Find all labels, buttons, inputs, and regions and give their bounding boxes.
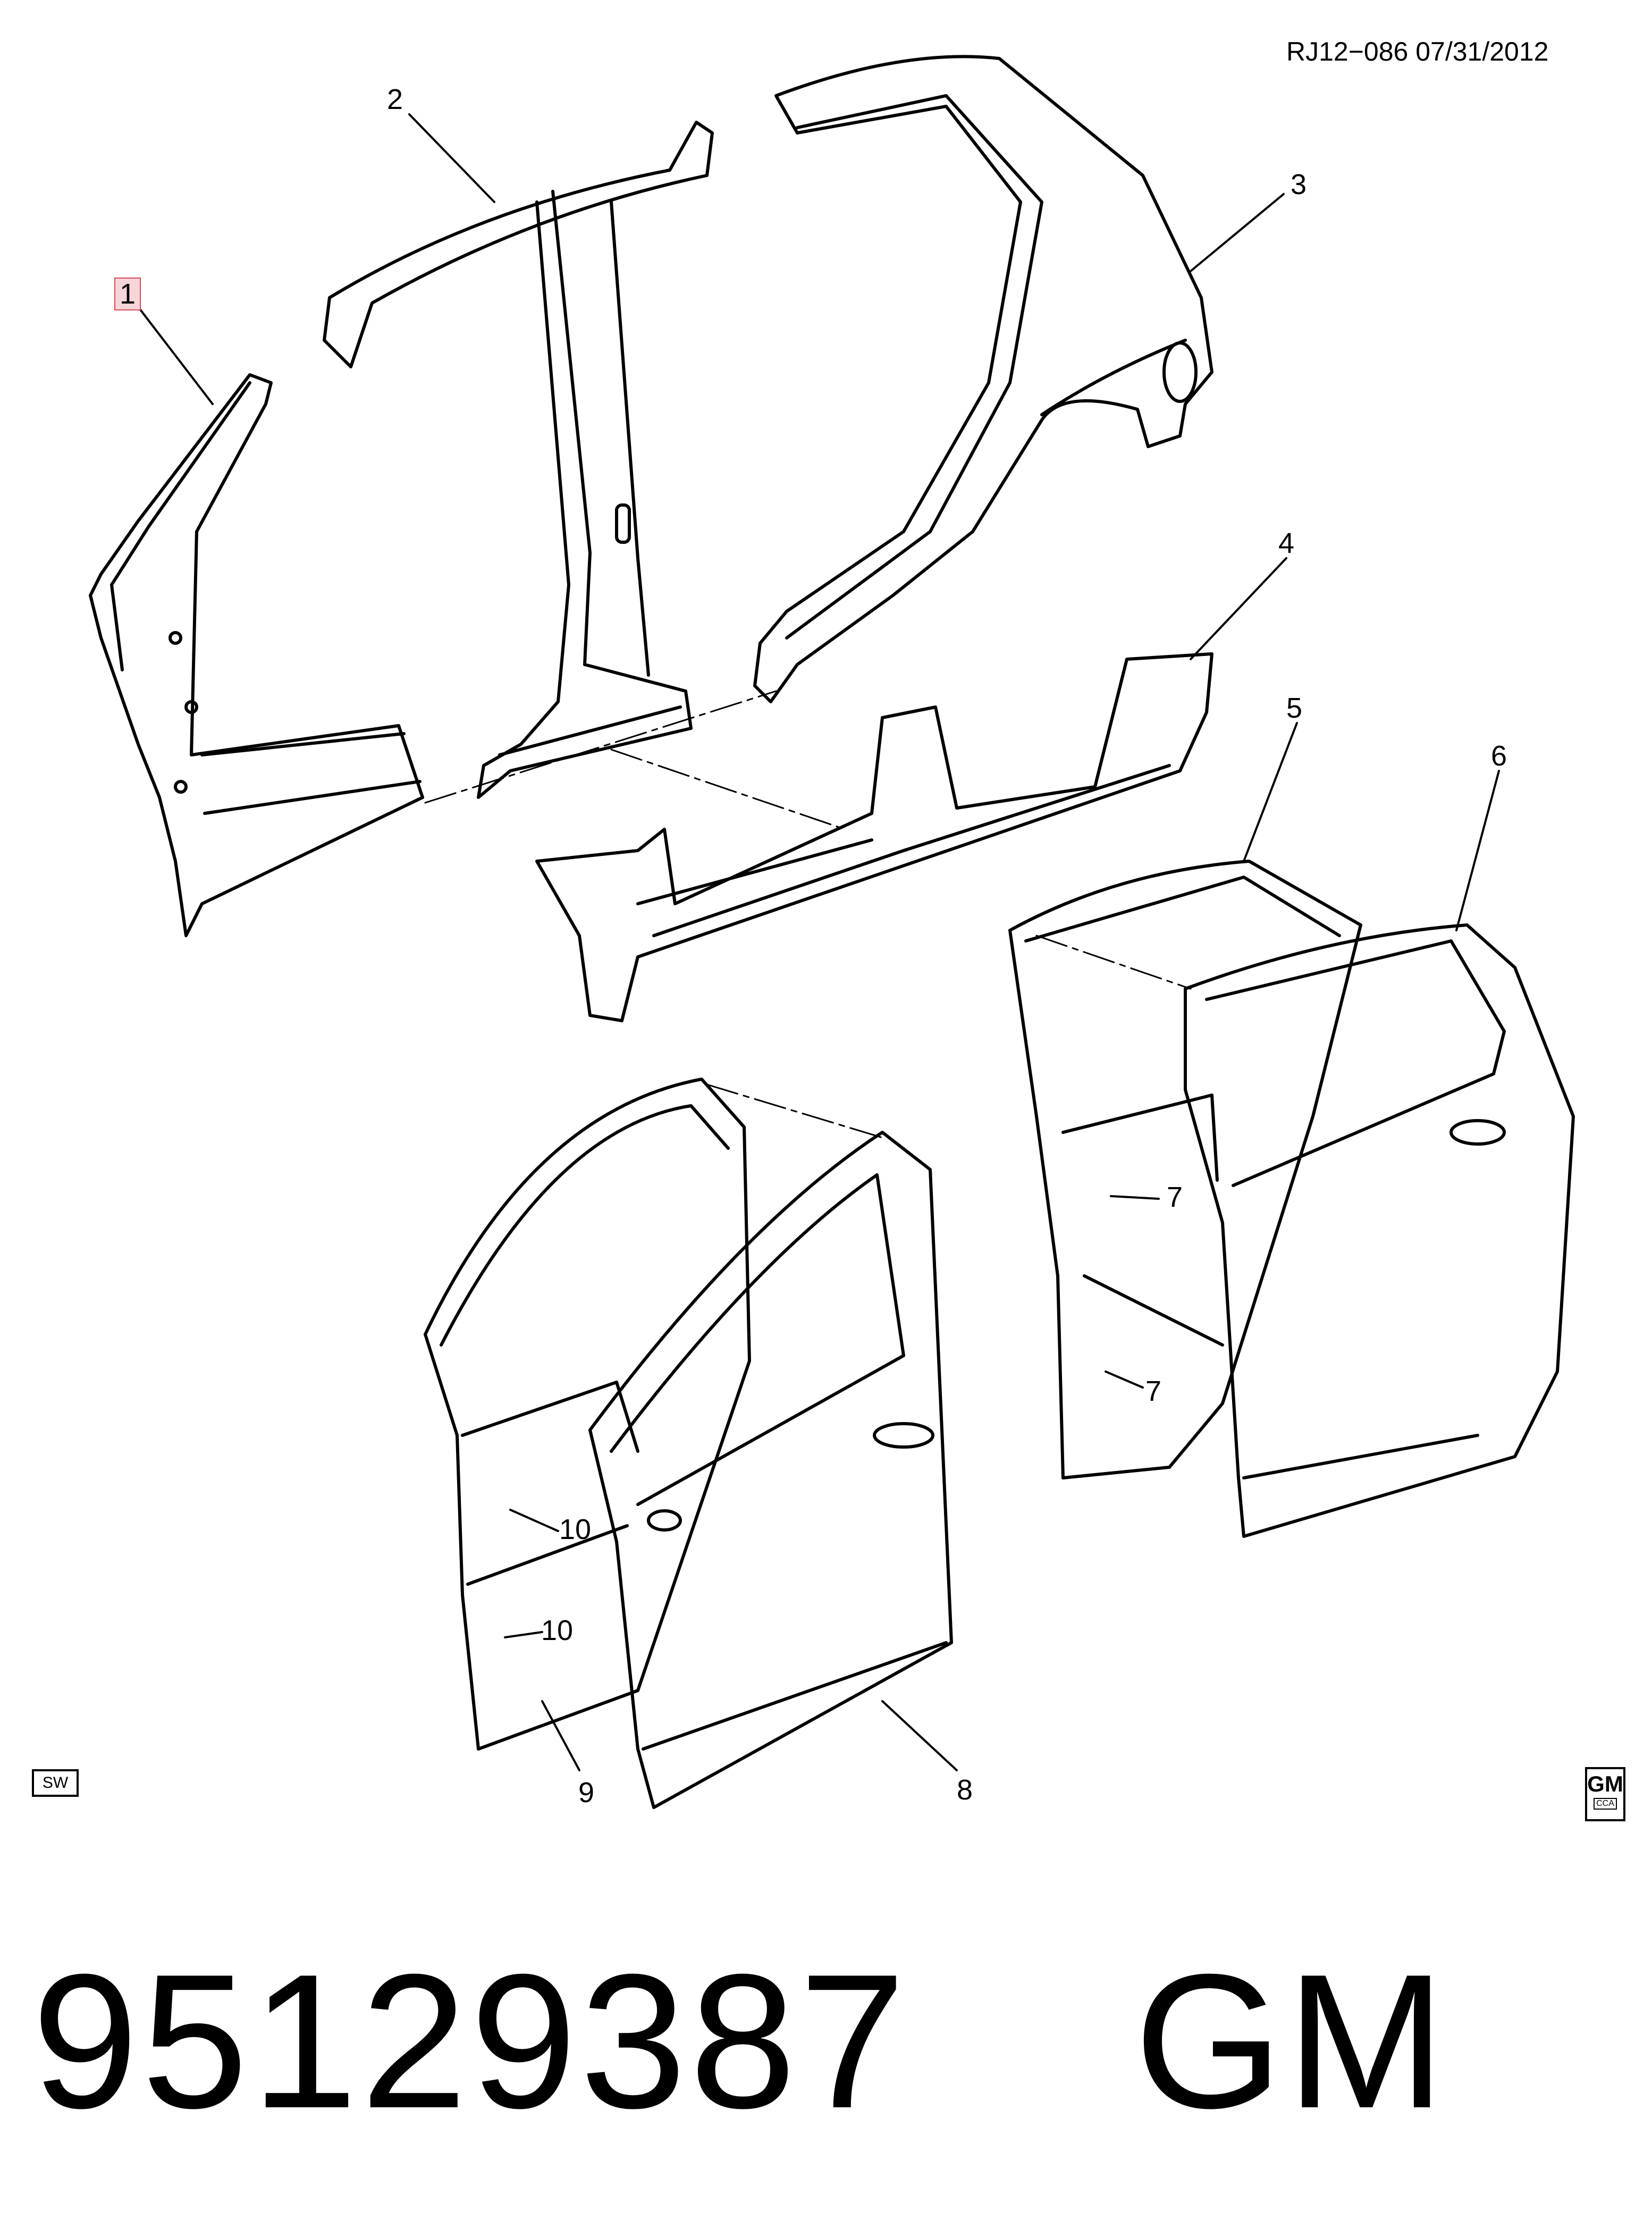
callout-2: 2 <box>387 83 403 115</box>
alignment-lines <box>424 690 1192 1139</box>
callout-10-lower: 10 <box>541 1614 574 1646</box>
callout-7-upper: 7 <box>1167 1181 1183 1213</box>
center-pillar-part <box>323 121 714 799</box>
callout-1: 1 <box>114 278 141 310</box>
callout-5: 5 <box>1286 692 1303 724</box>
callout-9: 9 <box>578 1777 595 1809</box>
callout-3: 3 <box>1291 169 1307 200</box>
sw-badge: SW <box>32 1769 79 1797</box>
rear-door-outer-part <box>1184 923 1575 1538</box>
callout-6: 6 <box>1491 740 1507 772</box>
gm-cca-logo: GM CCA <box>1585 1767 1625 1821</box>
callout-8: 8 <box>957 1774 973 1806</box>
rocker-panel-part <box>535 652 1213 1022</box>
rear-door-inner-part <box>1008 860 1362 1479</box>
exploded-body-side-diagram <box>89 55 1575 1809</box>
gm-logo-text: GM <box>1587 1771 1623 1796</box>
drawing-reference-code: RJ12−086 07/31/2012 <box>1286 37 1549 66</box>
quarter-panel-part <box>753 55 1213 703</box>
front-door-outer-part <box>588 1131 953 1809</box>
hinge-pillar-part <box>89 373 424 937</box>
part-number-caption: 95129387 GM <box>32 1946 1449 2137</box>
callout-4: 4 <box>1278 527 1295 559</box>
brand-name: GM <box>1134 1935 1449 2148</box>
part-number: 95129387 <box>32 1935 909 2148</box>
front-door-inner-part <box>424 1078 751 1751</box>
callout-7-lower: 7 <box>1145 1375 1162 1407</box>
callout-10-upper: 10 <box>559 1513 592 1545</box>
gm-logo-subtext: CCA <box>1594 1798 1617 1810</box>
leader-lines <box>138 113 1500 1771</box>
